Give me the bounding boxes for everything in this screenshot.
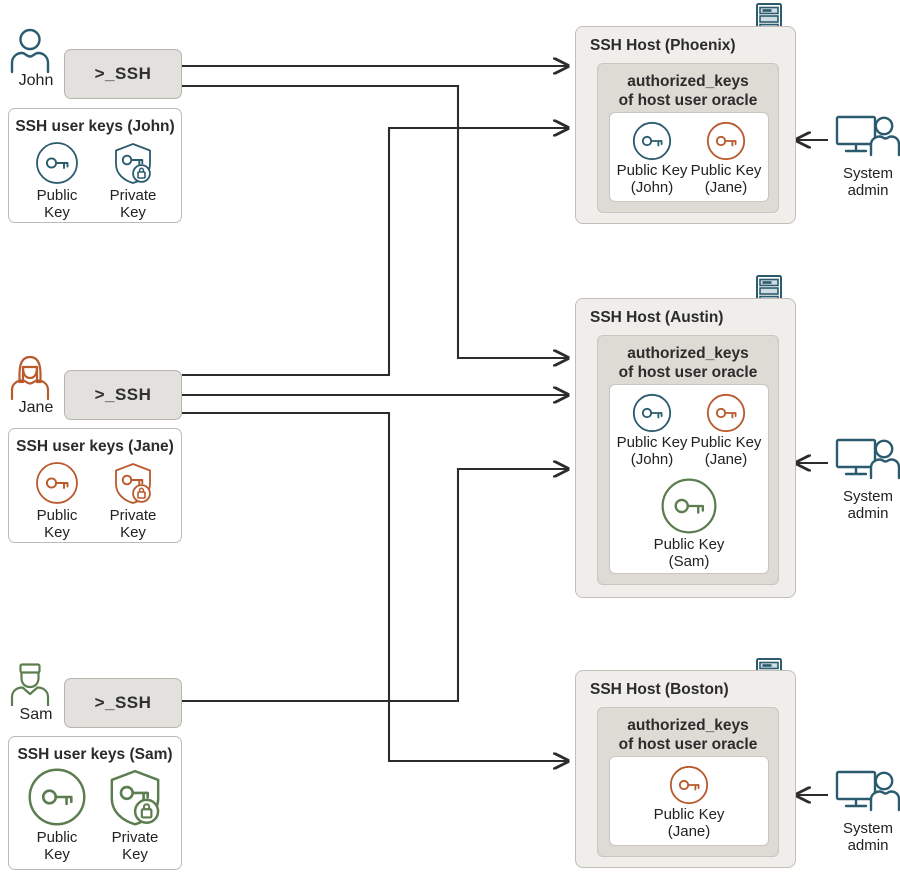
host-key-austin-john: Public Key (John)	[615, 393, 689, 468]
host-key-austin-jane: Public Key (Jane)	[689, 393, 763, 468]
user-keys-panel-john: SSH user keys (John) Public Key Private …	[8, 108, 182, 223]
system-admin-phoenix-label: System admin	[842, 165, 893, 199]
key-circle-icon	[706, 393, 746, 433]
user-keys-title-sam: SSH user keys (Sam)	[17, 746, 173, 763]
host-box-boston[interactable]: SSH Host (Boston) authorized_keys of hos…	[575, 670, 796, 868]
user-sam-avatar: Sam	[8, 662, 64, 724]
user-keys-panel-sam: SSH user keys (Sam) Public Key Private K…	[8, 736, 182, 870]
ssh-label-jane: >_SSH	[94, 385, 152, 404]
key-list-phoenix: Public Key (John) Public Key (Jane)	[609, 112, 769, 202]
key-circle-icon	[706, 121, 746, 161]
host-key-boston-jane-label: Public Key (Jane)	[653, 806, 725, 840]
private-key-sam-label: Private Key	[111, 829, 159, 863]
key-list-boston: Public Key (Jane)	[609, 756, 769, 846]
system-admin-phoenix: System admin	[828, 115, 900, 199]
user-plain-icon	[10, 28, 50, 74]
host-key-austin-sam: Public Key (Sam)	[651, 477, 727, 570]
user-jane-name: Jane	[18, 399, 54, 416]
authorized-keys-box-austin: authorized_keys of host user oracle Publ…	[597, 335, 779, 585]
wire-jane-boston	[182, 411, 568, 761]
system-admin-boston: System admin	[828, 770, 900, 854]
wire-jane-phoenix	[182, 128, 568, 377]
private-key-jane-label: Private Key	[109, 507, 157, 541]
public-key-jane-label: Public Key	[36, 507, 78, 541]
system-admin-austin: System admin	[828, 438, 900, 522]
key-shield-lock-icon	[115, 463, 151, 504]
key-circle-icon	[36, 462, 78, 504]
public-key-jane: Public Key	[23, 461, 91, 541]
ssh-terminal-sam[interactable]: >_SSH	[64, 678, 182, 728]
authorized-keys-title-austin: authorized_keys of host user oracle	[618, 345, 758, 381]
system-admin-icon	[835, 770, 900, 812]
authorized-keys-box-phoenix: authorized_keys of host user oracle Publ…	[597, 63, 779, 213]
key-circle-icon	[661, 478, 717, 534]
host-key-phoenix-john-label: Public Key (John)	[616, 162, 688, 196]
user-jane-avatar: Jane	[8, 355, 64, 417]
authorized-keys-title-boston: authorized_keys of host user oracle	[618, 717, 758, 753]
authorized-keys-title-phoenix: authorized_keys of host user oracle	[618, 73, 758, 109]
public-key-john-label: Public Key	[36, 187, 78, 221]
system-admin-icon	[835, 438, 900, 480]
authorized-keys-box-boston: authorized_keys of host user oracle Publ…	[597, 707, 779, 857]
ssh-terminal-jane[interactable]: >_SSH	[64, 370, 182, 420]
user-john-name: John	[18, 72, 54, 89]
host-key-austin-jane-label: Public Key (Jane)	[690, 434, 762, 468]
key-shield-lock-icon	[115, 143, 151, 184]
private-key-jane: Private Key	[99, 461, 167, 541]
user-keys-title-john: SSH user keys (John)	[15, 118, 175, 135]
host-key-boston-jane: Public Key (Jane)	[652, 765, 726, 840]
ssh-label-john: >_SSH	[94, 64, 152, 83]
host-title-boston: SSH Host (Boston)	[590, 681, 729, 698]
public-key-sam-label: Public Key	[36, 829, 78, 863]
wire-john-austin	[182, 84, 568, 358]
user-john-avatar: John	[8, 28, 64, 90]
ssh-label-sam: >_SSH	[94, 693, 152, 712]
host-key-phoenix-john: Public Key (John)	[615, 121, 689, 196]
system-admin-icon	[835, 115, 900, 157]
key-circle-icon	[28, 768, 86, 826]
private-key-john: Private Key	[99, 141, 167, 221]
key-shield-lock-icon	[110, 769, 160, 826]
host-key-phoenix-jane-label: Public Key (Jane)	[690, 162, 762, 196]
host-title-austin: SSH Host (Austin)	[590, 309, 724, 326]
host-title-phoenix: SSH Host (Phoenix)	[590, 37, 736, 54]
system-admin-boston-label: System admin	[842, 820, 893, 854]
ssh-terminal-john[interactable]: >_SSH	[64, 49, 182, 99]
system-admin-austin-label: System admin	[842, 488, 893, 522]
user-keys-panel-jane: SSH user keys (Jane) Public Key Private …	[8, 428, 182, 543]
key-list-austin: Public Key (John) Public Key (Jane)	[609, 384, 769, 574]
public-key-john: Public Key	[23, 141, 91, 221]
key-circle-icon	[36, 142, 78, 184]
key-circle-icon	[632, 121, 672, 161]
user-long-hair-icon	[10, 355, 50, 401]
host-key-phoenix-jane: Public Key (Jane)	[689, 121, 763, 196]
wire-sam-austin	[182, 469, 568, 703]
host-box-austin[interactable]: SSH Host (Austin) authorized_keys of hos…	[575, 298, 796, 598]
key-circle-icon	[669, 765, 709, 805]
public-key-sam: Public Key	[17, 767, 97, 863]
host-box-phoenix[interactable]: SSH Host (Phoenix) authorized_keys of ho…	[575, 26, 796, 224]
user-sam-name: Sam	[19, 706, 53, 723]
private-key-john-label: Private Key	[109, 187, 157, 221]
user-cap-icon	[10, 663, 50, 706]
host-key-austin-john-label: Public Key (John)	[616, 434, 688, 468]
host-key-austin-sam-label: Public Key (Sam)	[653, 536, 725, 570]
user-keys-title-jane: SSH user keys (Jane)	[16, 438, 174, 455]
key-circle-icon	[632, 393, 672, 433]
private-key-sam: Private Key	[95, 767, 175, 863]
